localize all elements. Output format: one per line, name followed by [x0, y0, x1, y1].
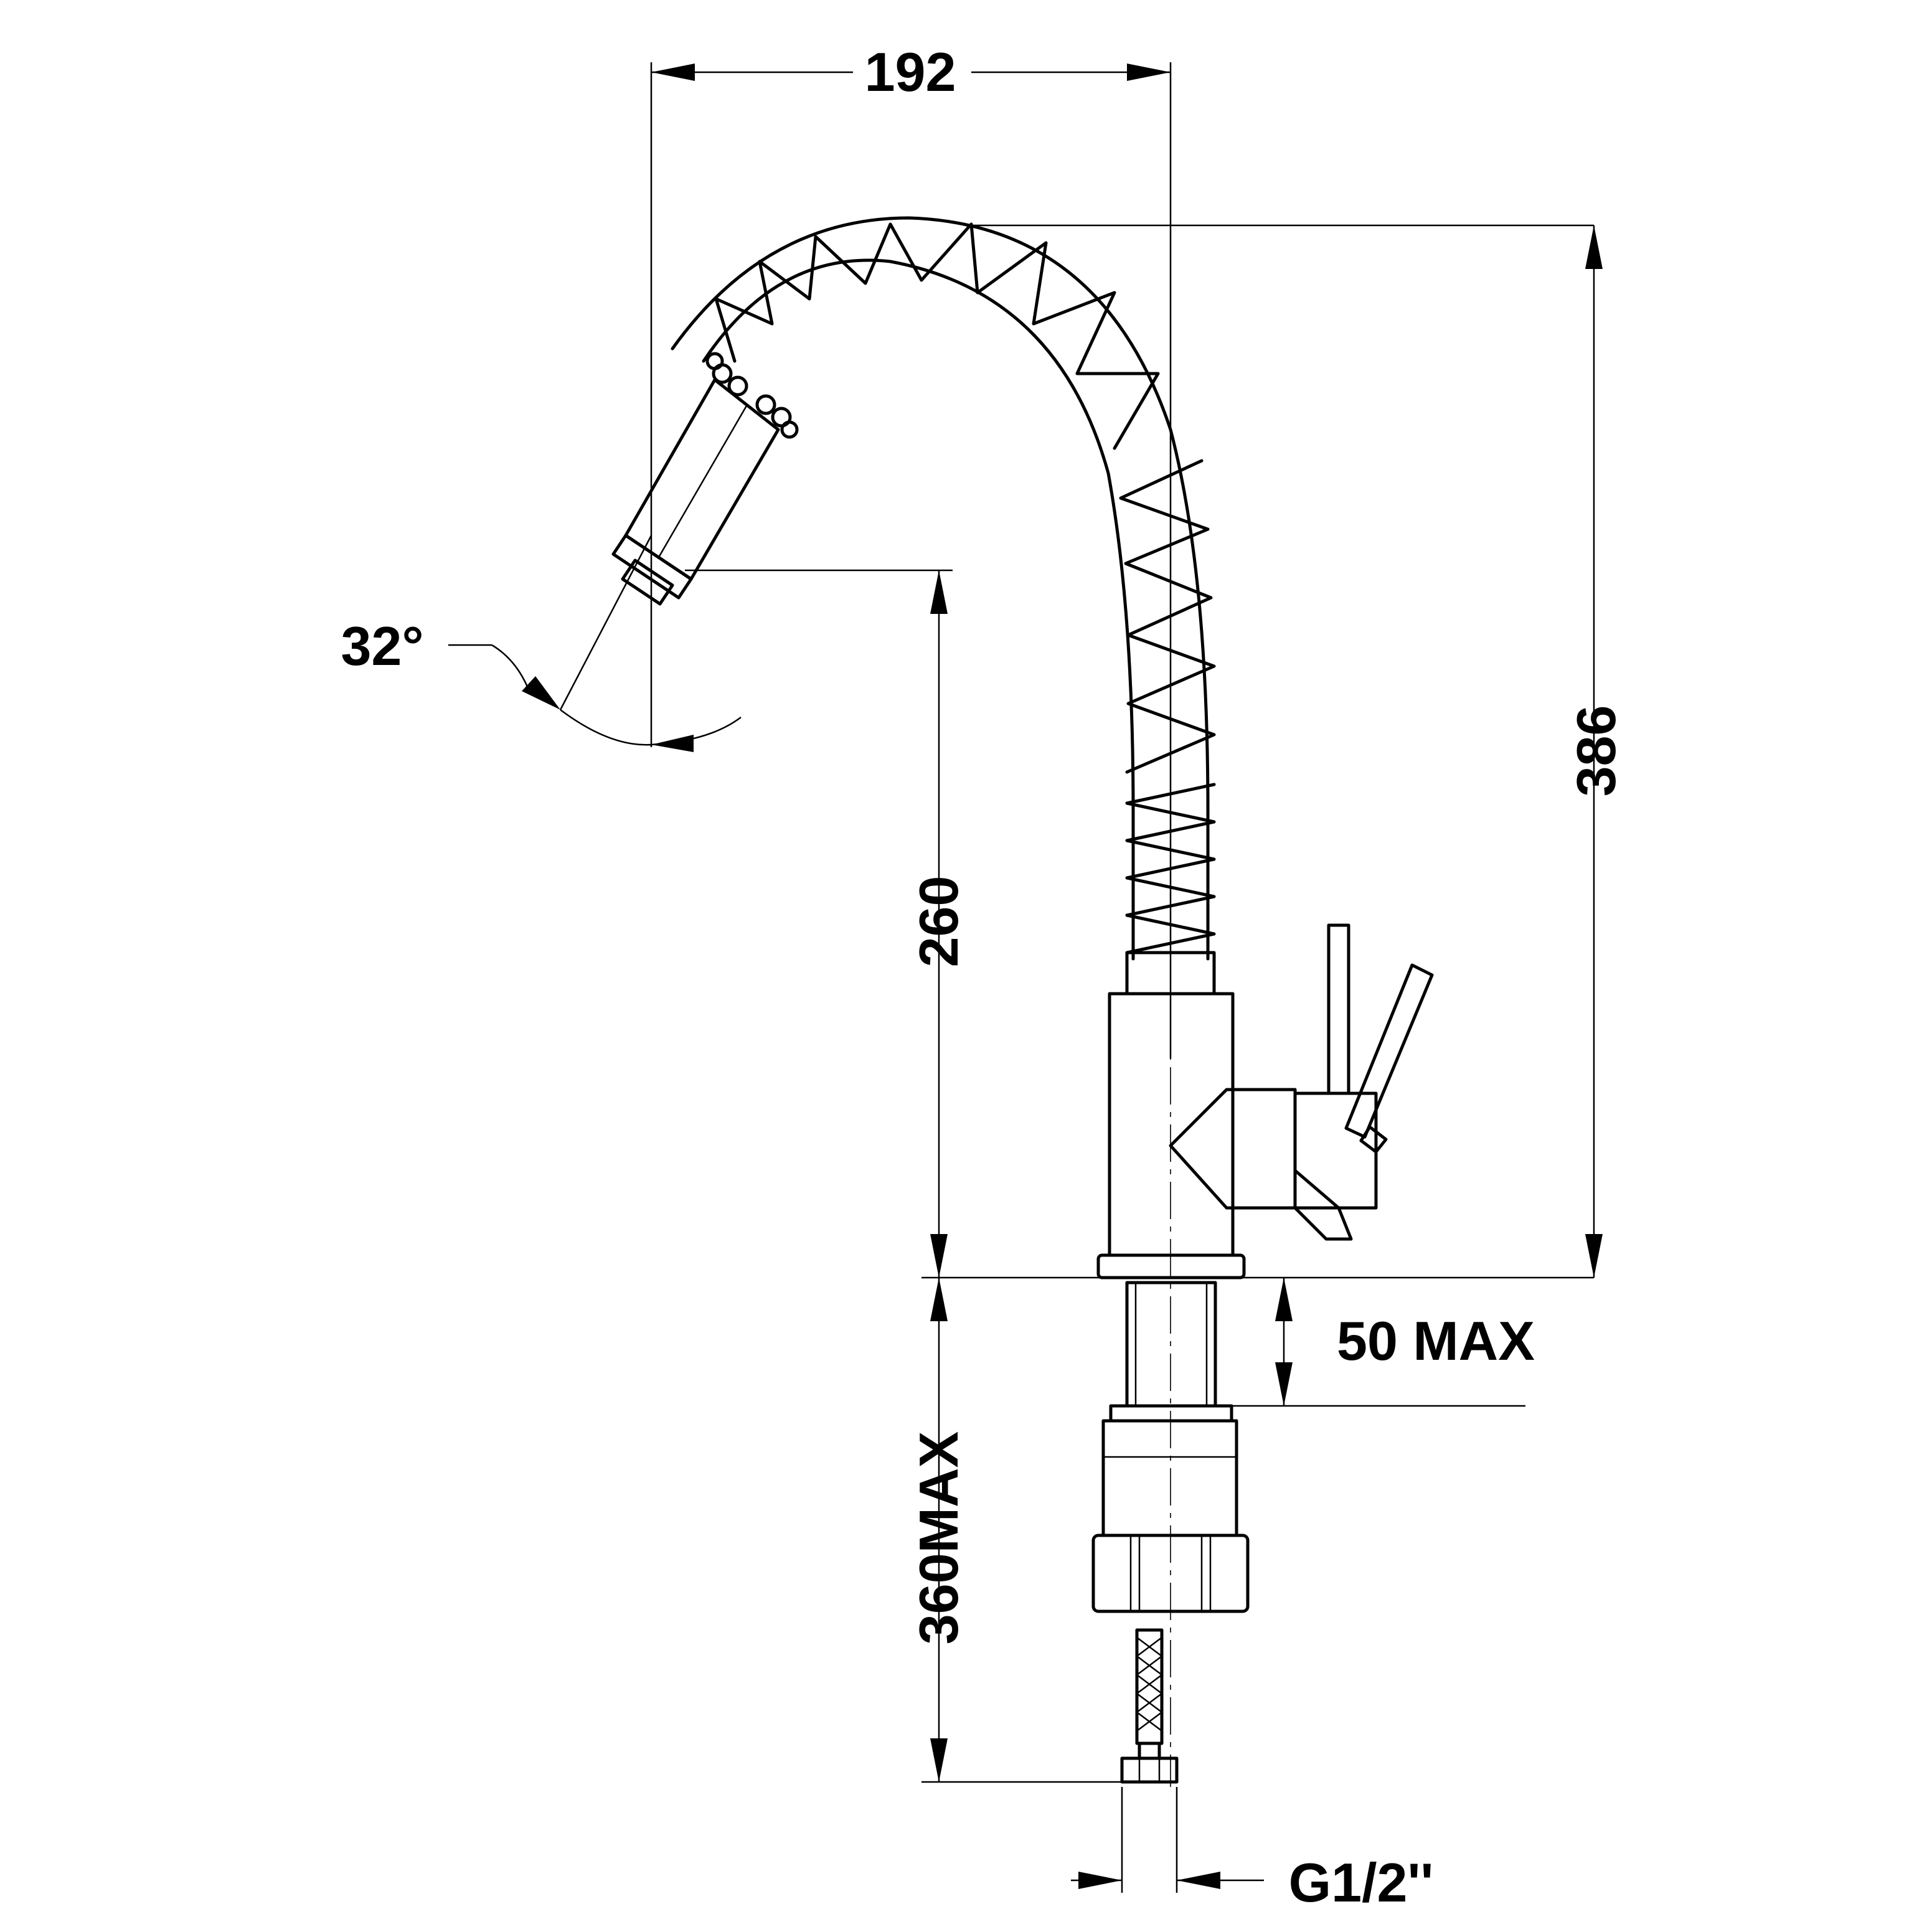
spray-bead-6 [780, 420, 799, 439]
spring-middle [1119, 459, 1216, 774]
extension-lines [448, 62, 1594, 1893]
mount-washer [1109, 1404, 1233, 1423]
hose-connector-nut [1120, 1756, 1179, 1784]
mounting-shank [1125, 1281, 1217, 1408]
spout-tube-inner [671, 216, 1210, 961]
mount-thickness-label: 50 MAX [1337, 1310, 1535, 1372]
connection-label: G1/2'' [1289, 1852, 1434, 1913]
reach-arrow-left [651, 64, 695, 81]
hose-ferrule [1138, 1741, 1161, 1760]
below-arrow-top [930, 1278, 948, 1321]
handle-lever-tilted-end [1359, 1125, 1388, 1154]
reach-arrow-right [1127, 64, 1171, 81]
handle-lever-tilted [1344, 963, 1434, 1139]
total-height-label: 386 [1565, 705, 1627, 797]
height-arrow-top [1585, 225, 1603, 269]
spray-bead-3 [755, 394, 776, 415]
mount-body [1101, 1419, 1238, 1537]
spring-upper [714, 222, 1160, 450]
spray-head-nozzle [611, 534, 693, 600]
spout-height-arrow-bottom [930, 1234, 948, 1278]
spout-axis-line [559, 535, 653, 710]
dimension-lines [522, 64, 1603, 1889]
reach-label: 192 [865, 41, 956, 103]
faucet [611, 216, 1434, 1787]
angle-arrow-left [522, 676, 560, 710]
spray-head-tip [621, 558, 674, 606]
spout-height-label: 260 [908, 876, 969, 968]
thread-arrow-left [1078, 1872, 1122, 1889]
spring-coil [714, 222, 1216, 954]
spring-lower [1125, 783, 1216, 954]
mount-arrow-bottom [1275, 1362, 1293, 1406]
angle-leader-curve [491, 644, 530, 692]
spray-bead-5 [705, 352, 724, 370]
thread-arrow-right [1177, 1872, 1220, 1889]
spray-head [611, 352, 799, 606]
spout-height-arrow-top [930, 570, 948, 614]
angle-arrow-right [651, 735, 694, 752]
spout-tube-outer [702, 258, 1135, 961]
handle-lever-upright [1327, 923, 1350, 1095]
handle-housing [1169, 1088, 1297, 1210]
handle-cap [1293, 1091, 1378, 1210]
below-length-label: 360MAX [908, 1431, 969, 1644]
faucet-base-ring [1096, 1253, 1246, 1279]
supply-hose-braid [1136, 1637, 1162, 1732]
dimension-labels: 192 32° 386 260 50 MAX 360MAX G1/2'' [341, 41, 1627, 1913]
handle-cap-lower [1293, 1169, 1353, 1241]
spray-bead-2 [727, 375, 748, 397]
below-arrow-bottom [930, 1738, 948, 1782]
mount-nut [1091, 1534, 1250, 1613]
spray-head-centerline [657, 404, 748, 558]
angle-label: 32° [341, 615, 423, 677]
mount-arrow-top [1275, 1278, 1293, 1321]
height-arrow-bottom [1585, 1234, 1603, 1278]
